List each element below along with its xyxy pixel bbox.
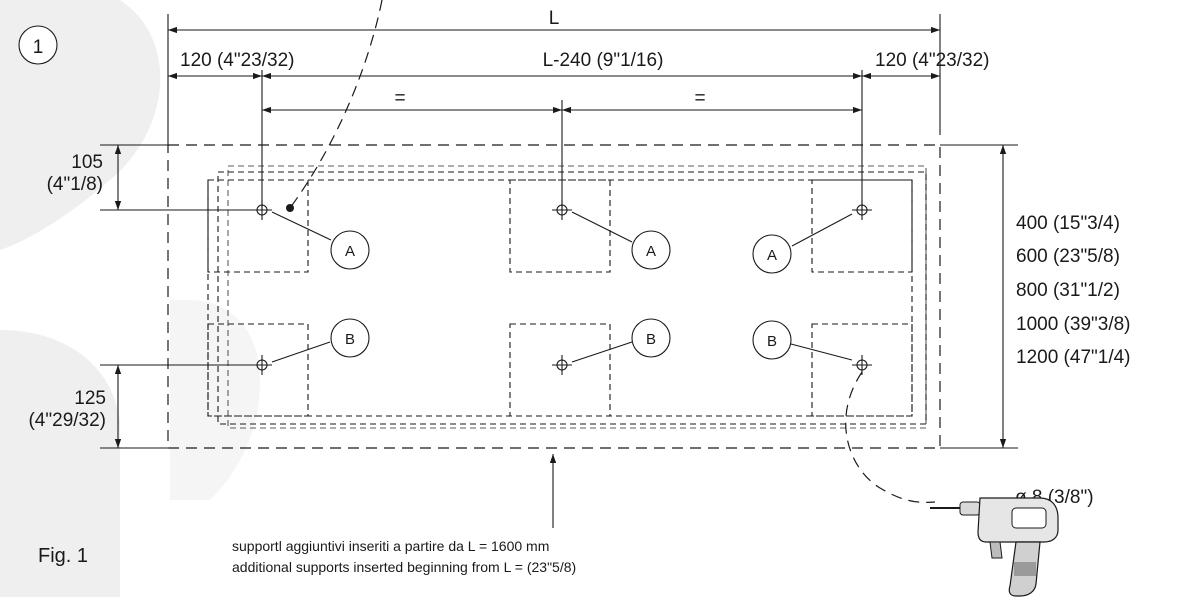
- top-offset-mm: 105: [71, 152, 103, 173]
- bottom-offset-mm: 125: [74, 388, 106, 409]
- hole-mark-b3: [852, 355, 872, 375]
- callout-b-center: B: [631, 318, 671, 358]
- svg-text:B: B: [767, 333, 777, 350]
- hole-mark-a3: [852, 200, 872, 220]
- bracket-top-center: [509, 179, 611, 273]
- hole-mark-b1: [252, 355, 272, 375]
- watermark-logo: [0, 0, 260, 597]
- svg-text:A: A: [345, 243, 355, 260]
- bracket-bottom-center: [509, 323, 611, 417]
- bottom-offset-in: (4"29/32): [28, 410, 106, 431]
- bracket-bottom-left: [207, 323, 309, 417]
- pointer-curve: [289, 0, 383, 209]
- svg-text:B: B: [646, 331, 656, 348]
- callout-b-right: B: [752, 320, 792, 360]
- dimension-total-length: L: [168, 8, 940, 34]
- callout-a-center: A: [631, 230, 671, 270]
- bracket-bottom-right: [811, 323, 913, 417]
- hole-mark-b2: [552, 355, 572, 375]
- pointer-dot: [286, 204, 294, 212]
- equal-right-label: =: [694, 88, 705, 109]
- right-margin-label: 120 (4"23/32): [875, 50, 990, 71]
- svg-text:A: A: [767, 247, 777, 264]
- note-english: additional supports inserted beginning f…: [232, 559, 576, 575]
- top-offset-in: (4"1/8): [47, 174, 103, 195]
- left-margin-label: 120 (4"23/32): [180, 50, 295, 71]
- callouts: A A A B B B: [271, 211, 853, 363]
- hole-marks: [252, 200, 872, 375]
- drill-icon: [930, 497, 1059, 597]
- height-400: 400 (15"3/4): [1016, 213, 1120, 234]
- note-italian: supportl aggiuntivi inseriti a partire d…: [232, 538, 549, 554]
- bracket-top-right: [811, 179, 913, 273]
- hole-mark-a2: [552, 200, 572, 220]
- dimension-height: 400 (15"3/4) 600 (23"5/8) 800 (31"1/2) 1…: [999, 145, 1131, 448]
- drill-guide-path: [845, 371, 936, 503]
- figure-number: 1: [33, 37, 44, 58]
- figure-number-badge: 1: [18, 25, 58, 65]
- bracket-top-left: [207, 179, 309, 273]
- dimension-bottom-offset: 125 (4"29/32): [28, 364, 252, 449]
- height-1200: 1200 (47"1/4): [1016, 347, 1131, 368]
- center-span-label: L-240 (9"1/16): [543, 50, 664, 71]
- dimension-equal-spacing: = =: [262, 88, 862, 114]
- additional-supports-note: supportl aggiuntivi inseriti a partire d…: [232, 454, 576, 575]
- callout-a-left: A: [330, 230, 370, 270]
- support-brackets: [207, 179, 913, 417]
- height-600: 600 (23"5/8): [1016, 246, 1120, 267]
- callout-b-left: B: [330, 318, 370, 358]
- figure-caption: Fig. 1: [38, 545, 88, 567]
- hole-mark-a1: [252, 200, 272, 220]
- dimension-margins: 120 (4"23/32) L-240 (9"1/16) 120 (4"23/3…: [168, 50, 990, 80]
- extension-lines: [167, 14, 941, 210]
- height-1000: 1000 (39"3/8): [1016, 314, 1131, 335]
- callout-a-right: A: [752, 234, 792, 274]
- svg-text:B: B: [345, 331, 355, 348]
- svg-text:A: A: [646, 243, 656, 260]
- length-label: L: [549, 8, 560, 29]
- dimension-top-offset: 105 (4"1/8): [47, 144, 252, 211]
- equal-left-label: =: [394, 88, 405, 109]
- height-800: 800 (31"1/2): [1016, 280, 1120, 301]
- wall-outline: [167, 144, 1018, 449]
- appliance-outline: [207, 165, 927, 429]
